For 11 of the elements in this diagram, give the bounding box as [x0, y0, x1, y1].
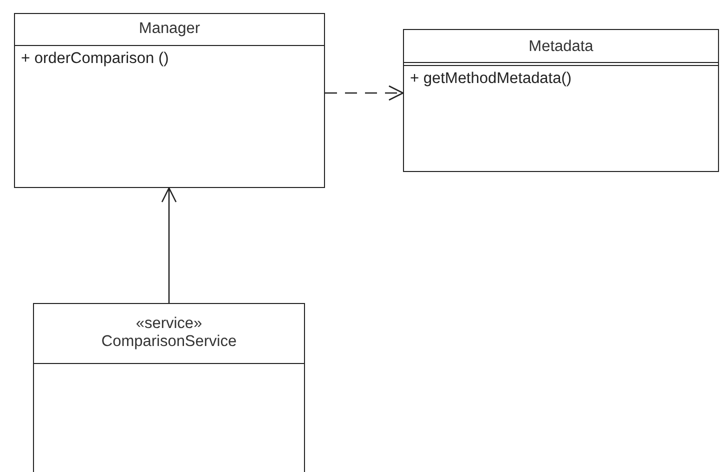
class-box	[14, 13, 325, 188]
association-arrow	[161, 187, 177, 303]
class-name: Manager	[138, 20, 200, 38]
stereotype-label: «service»	[136, 315, 202, 333]
method-label: + getMethodMetadata()	[410, 70, 572, 88]
class-box	[403, 29, 719, 172]
class-name: Metadata	[528, 38, 594, 56]
method-label: + orderComparison ()	[21, 50, 169, 68]
dependency-arrow	[325, 85, 404, 101]
class-box	[33, 303, 305, 472]
class-name: ComparisonService	[101, 333, 237, 351]
